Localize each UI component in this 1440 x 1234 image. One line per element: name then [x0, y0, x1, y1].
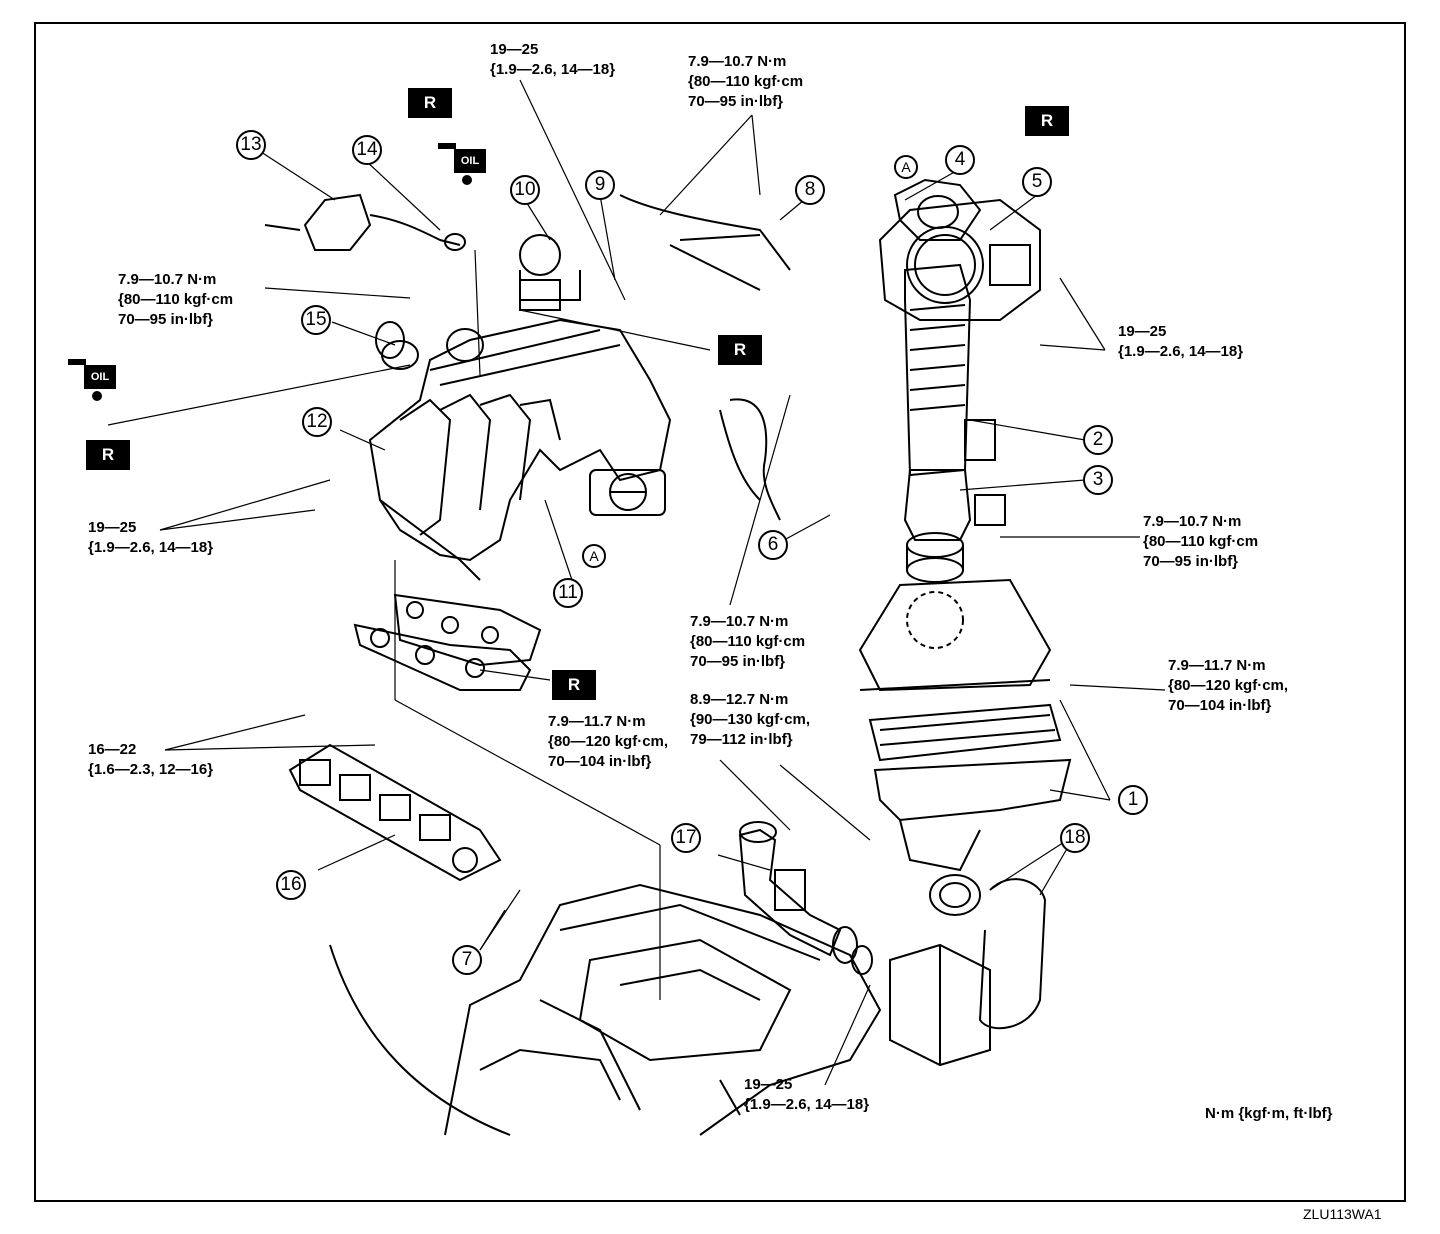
fuel-rail-16 — [288, 743, 502, 882]
torque-label-top-mid: 7.9—10.7 N·m {80—110 kgf·cm 70—95 in·lbf… — [688, 53, 804, 110]
callout-11: 11 — [553, 578, 583, 608]
callout-12: 12 — [302, 407, 332, 437]
torque-label-left-mid: 19—25 {1.9—2.6, 14—18} — [88, 519, 214, 556]
engine-head-outline — [329, 883, 882, 1136]
hoses-8 — [619, 194, 791, 291]
callout-6: 6 — [758, 530, 788, 560]
callout-16: 16 — [276, 870, 306, 900]
callout-8: 8 — [795, 175, 825, 205]
callout-13: 13 — [236, 130, 266, 160]
torque-label-bottom: 19—25 {1.9—2.6, 14—18} — [744, 1076, 870, 1113]
air-flow-meter-3 — [903, 469, 1006, 583]
callout-17: 17 — [671, 823, 701, 853]
oil-can-icon-2: OIL — [68, 353, 116, 401]
replace-mark-r-4: R — [86, 440, 130, 470]
unit-legend: N·m {kgf·m, ft·lbf} — [1205, 1105, 1333, 1122]
throttle-flange — [589, 469, 666, 516]
air-hose-2 — [904, 263, 996, 477]
gaskets — [353, 593, 542, 691]
rings-15 — [375, 321, 484, 370]
callout-1: 1 — [1118, 785, 1148, 815]
callout-10: 10 — [510, 175, 540, 205]
replace-mark-r-3: R — [718, 335, 762, 365]
match-mark-a-bottom: A — [582, 544, 606, 568]
callout-15: 15 — [301, 305, 331, 335]
replace-mark-r-5: R — [552, 670, 596, 700]
leader-lines — [107, 79, 1166, 1086]
figure-border — [34, 22, 1406, 1202]
valve-10 — [519, 234, 581, 311]
callout-18: 18 — [1060, 823, 1090, 853]
harness — [719, 398, 781, 521]
solenoid-13-14 — [264, 193, 466, 251]
oil-can-icon-1: OIL — [438, 137, 486, 185]
replace-mark-r-1: R — [408, 88, 452, 118]
callout-3: 3 — [1083, 465, 1113, 495]
torque-label-throttle-top: 19—25 {1.9—2.6, 14—18} — [490, 41, 616, 78]
callout-14: 14 — [352, 135, 382, 165]
callout-4: 4 — [945, 145, 975, 175]
intake-manifold-12 — [368, 318, 672, 581]
callout-5: 5 — [1022, 167, 1052, 197]
torque-label-left-upper: 7.9—10.7 N·m {80—110 kgf·cm 70—95 in·lbf… — [118, 271, 234, 328]
figure-code: ZLU113WA1 — [1303, 1206, 1382, 1222]
callout-9: 9 — [585, 170, 615, 200]
air-duct-18 — [889, 874, 1047, 1067]
torque-label-right-throttle: 19—25 {1.9—2.6, 14—18} — [1118, 323, 1244, 360]
replace-mark-r-2: R — [1025, 106, 1069, 136]
callout-7: 7 — [452, 945, 482, 975]
throttle-body-5 — [878, 178, 1041, 321]
torque-label-right-box: 7.9—11.7 N·m {80—120 kgf·cm, 70—104 in·l… — [1168, 657, 1289, 714]
callout-2: 2 — [1083, 425, 1113, 455]
torque-label-right-afm: 7.9—10.7 N·m {80—110 kgf·cm 70—95 in·lbf… — [1143, 513, 1259, 570]
torque-label-mid-low-1: 8.9—12.7 N·m {90—130 kgf·cm, 79—112 in·l… — [690, 691, 811, 748]
torque-label-center: 7.9—10.7 N·m {80—110 kgf·cm 70—95 in·lbf… — [690, 613, 806, 670]
air-cleaner-1 — [858, 578, 1072, 872]
air-duct-17 — [738, 821, 873, 975]
torque-label-mid-low-2: 7.9—11.7 N·m {80—120 kgf·cm, 70—104 in·l… — [548, 713, 669, 770]
match-mark-a-top: A — [894, 155, 918, 179]
torque-label-left-fuel: 16—22 {1.6—2.3, 12—16} — [88, 741, 214, 778]
